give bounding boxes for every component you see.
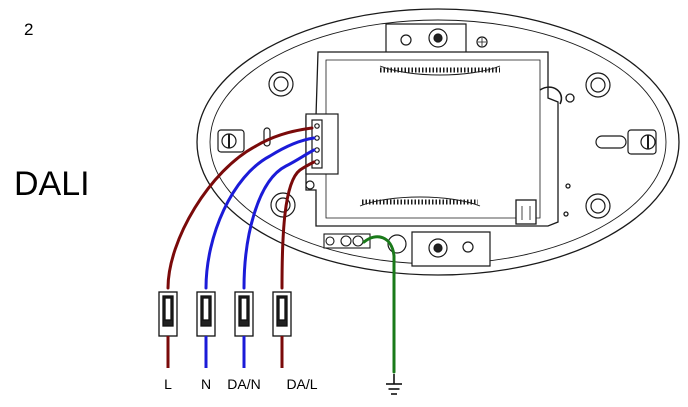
top-bracket: [385, 23, 488, 61]
wire-label-dal: DA/L: [286, 376, 318, 392]
earth-terminal: [323, 233, 371, 249]
diagram-title: DALI: [14, 165, 90, 203]
connector-dal: [272, 291, 292, 337]
wire-label-n: N: [200, 376, 212, 392]
wire-bundle: [166, 126, 396, 374]
wire-l: [166, 126, 314, 290]
step-number: 2: [24, 20, 34, 39]
ground-symbol-icon: [386, 374, 402, 395]
bottom-bracket: [387, 231, 491, 267]
mounting-holes: [268, 71, 611, 219]
connector-l: [158, 291, 178, 337]
wire-label-dan: DA/N: [227, 376, 261, 392]
connector-dan: [234, 291, 254, 337]
wire-n: [204, 136, 316, 290]
driver-box: [305, 51, 575, 227]
wire-dal: [280, 160, 316, 290]
wire-connectors: [158, 291, 292, 337]
terminal-block: [305, 113, 339, 190]
wire-earth: [362, 235, 396, 374]
wire-dan: [242, 148, 316, 290]
right-clip: [595, 129, 657, 155]
wire-label-l: L: [164, 376, 172, 392]
connector-n: [196, 291, 216, 337]
left-clip: [217, 127, 271, 153]
wire-tails: [166, 336, 284, 368]
